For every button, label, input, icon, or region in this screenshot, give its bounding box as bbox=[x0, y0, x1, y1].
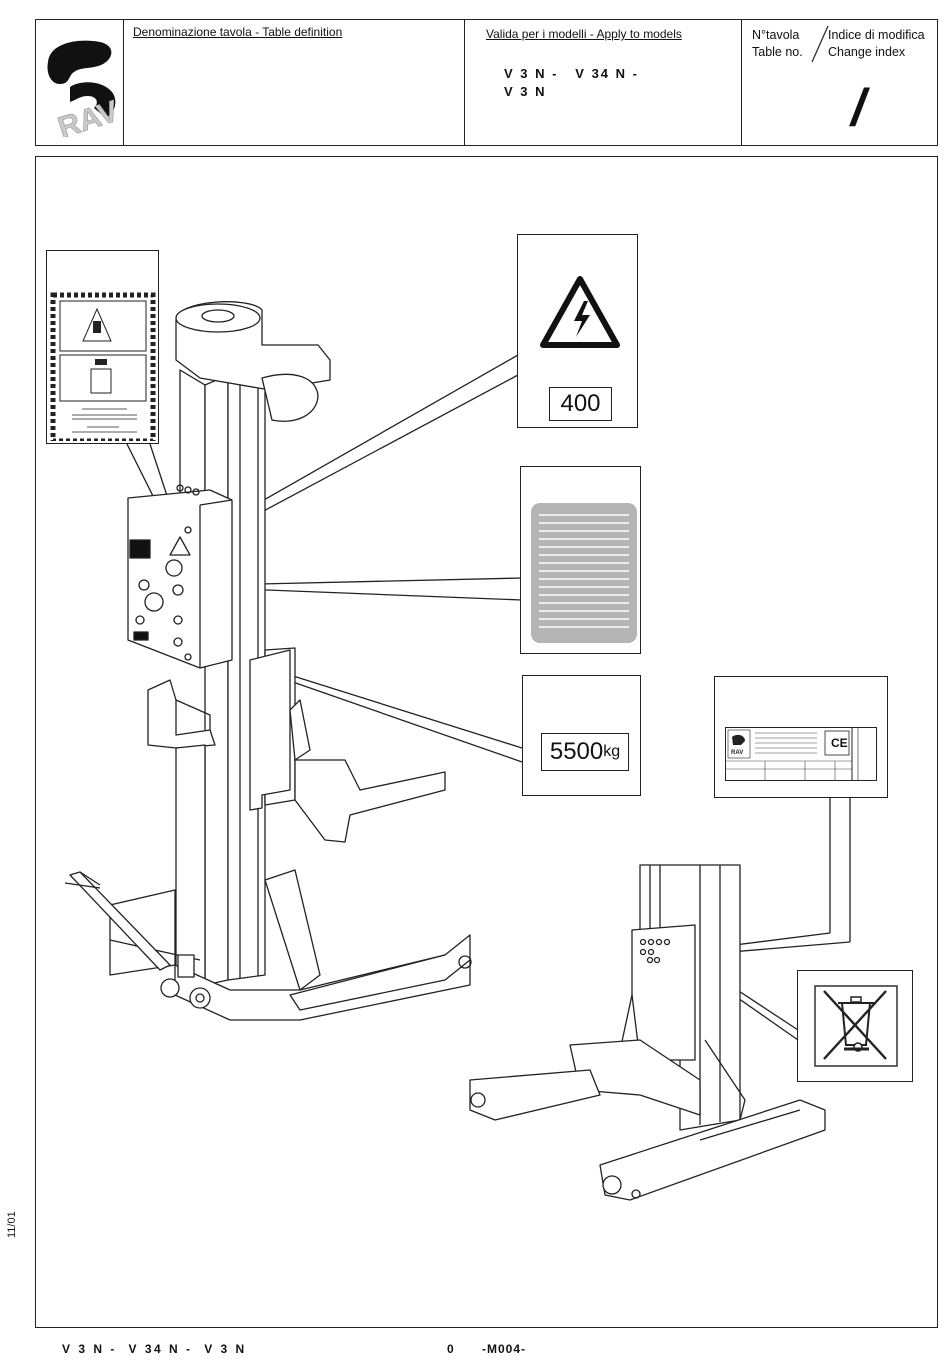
capacity-unit: kg bbox=[603, 743, 620, 761]
voltage-label-box: 400 bbox=[517, 234, 638, 428]
instruction-plate-icon bbox=[47, 251, 157, 441]
instruction-plate-box bbox=[46, 250, 159, 444]
weee-label-box bbox=[797, 970, 913, 1082]
footer-page-number: 0 bbox=[447, 1342, 454, 1356]
capacity-value: 5500 bbox=[550, 738, 603, 766]
voltage-value: 400 bbox=[549, 387, 612, 421]
svg-text:RAV: RAV bbox=[731, 750, 743, 756]
data-plate-box bbox=[520, 466, 641, 654]
footer-document-code: -M004- bbox=[482, 1342, 526, 1356]
high-voltage-icon bbox=[540, 275, 620, 349]
revision-date: 11/01 bbox=[6, 1211, 18, 1238]
identification-plate-box: RAV CE bbox=[714, 676, 888, 798]
identification-plate-icon: RAV bbox=[725, 727, 877, 781]
ce-mark: CE bbox=[831, 736, 848, 750]
crossed-bin-icon bbox=[814, 985, 898, 1067]
footer-models: V 3 N - V 34 N - V 3 N bbox=[62, 1342, 247, 1356]
data-plate-icon bbox=[531, 503, 637, 643]
